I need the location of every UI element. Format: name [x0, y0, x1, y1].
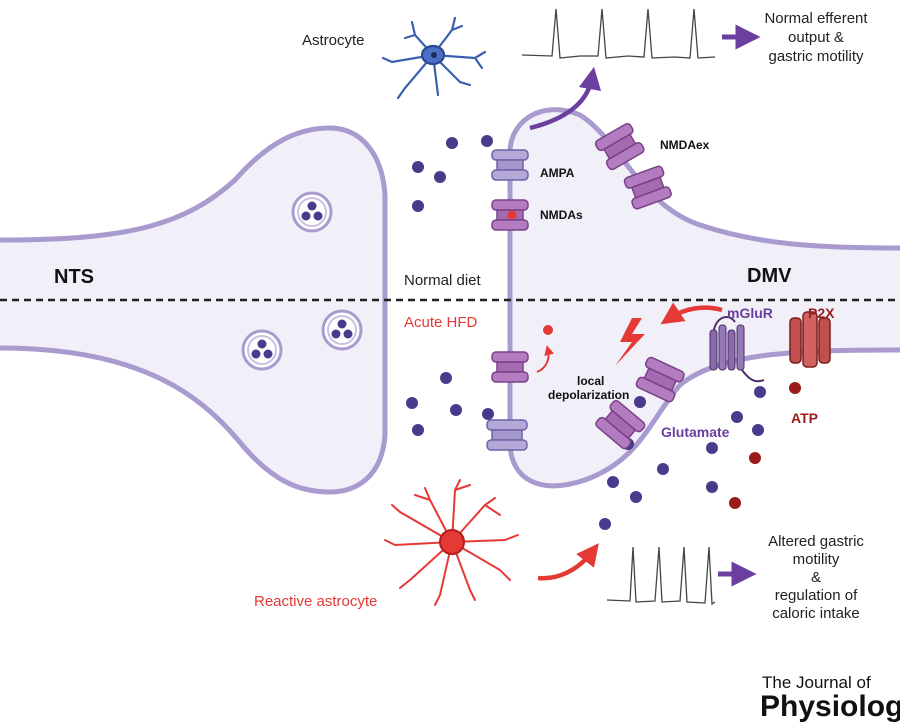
mglur-signal-arrow	[660, 302, 723, 325]
output-arrow-up	[529, 66, 602, 131]
p2x-receptor	[789, 311, 831, 368]
astrocyte-icon	[381, 16, 487, 100]
nmdaex-label: NMDAex	[660, 138, 710, 152]
red-dot	[543, 325, 553, 335]
local-depolarization-label-2: depolarization	[548, 388, 629, 402]
nmdas-label: NMDAs	[540, 208, 583, 222]
ampa-receptor-bottom	[486, 419, 528, 451]
nmdaex-receptor-1	[594, 122, 645, 171]
altered-output-line: motility	[793, 551, 840, 568]
nts-presynaptic-terminal	[0, 125, 388, 495]
glutamate-molecules-top	[412, 135, 493, 212]
electrophysiology-trace-normal	[521, 8, 716, 59]
mglur-label: mGluR	[727, 305, 773, 321]
vesicle	[321, 309, 363, 351]
reactive-astrocyte-arrow	[537, 543, 599, 581]
normal-diet-label: Normal diet	[404, 272, 482, 289]
altered-output-line: caloric intake	[772, 605, 860, 622]
vesicle	[291, 191, 333, 233]
normal-output-line: Normal efferent	[764, 10, 868, 27]
acute-hfd-label: Acute HFD	[404, 314, 478, 331]
nmdaex-receptor-3	[635, 356, 685, 403]
reactive-astrocyte-label: Reactive astrocyte	[254, 593, 377, 610]
normal-output-line: output &	[788, 29, 844, 46]
electrophysiology-trace-hfd	[606, 546, 716, 606]
nmdaex-receptor-4	[595, 400, 646, 450]
nmdaex-receptor-2	[623, 165, 672, 210]
magnesium-block-dot	[507, 210, 517, 220]
glutamate-label: Glutamate	[661, 424, 730, 440]
dmv-label: DMV	[747, 265, 792, 287]
ampa-receptor-top	[491, 149, 529, 181]
mglur-receptor	[709, 315, 765, 383]
normal-output-line: gastric motility	[768, 48, 864, 65]
reactive-astrocyte-icon	[384, 479, 519, 606]
altered-output-line: Altered gastric	[768, 533, 864, 550]
altered-output-line: &	[811, 569, 821, 586]
altered-output-text: Altered gastric motility & regulation of…	[768, 533, 864, 622]
p2x-label: P2X	[808, 305, 835, 321]
nmdas-receptor-top	[491, 199, 529, 231]
astrocyte-label: Astrocyte	[302, 32, 365, 49]
journal-logo-line1: The Journal of	[762, 673, 871, 692]
depolarization-bolt-icon	[615, 318, 645, 366]
atp-molecules	[729, 382, 801, 509]
nts-label: NTS	[54, 266, 94, 288]
ampa-label: AMPA	[540, 166, 575, 180]
local-depolarization-label-1: local	[577, 374, 604, 388]
nmdas-receptor-bottom	[491, 351, 529, 383]
journal-logo-line2: Physiology	[760, 690, 900, 722]
vesicle	[241, 329, 283, 371]
dmv-postsynaptic-neuron	[507, 107, 900, 489]
altered-output-line: regulation of	[775, 587, 858, 604]
atp-label: ATP	[791, 410, 818, 426]
normal-output-text: Normal efferent output & gastric motilit…	[764, 10, 868, 65]
small-red-arrow	[536, 345, 555, 373]
